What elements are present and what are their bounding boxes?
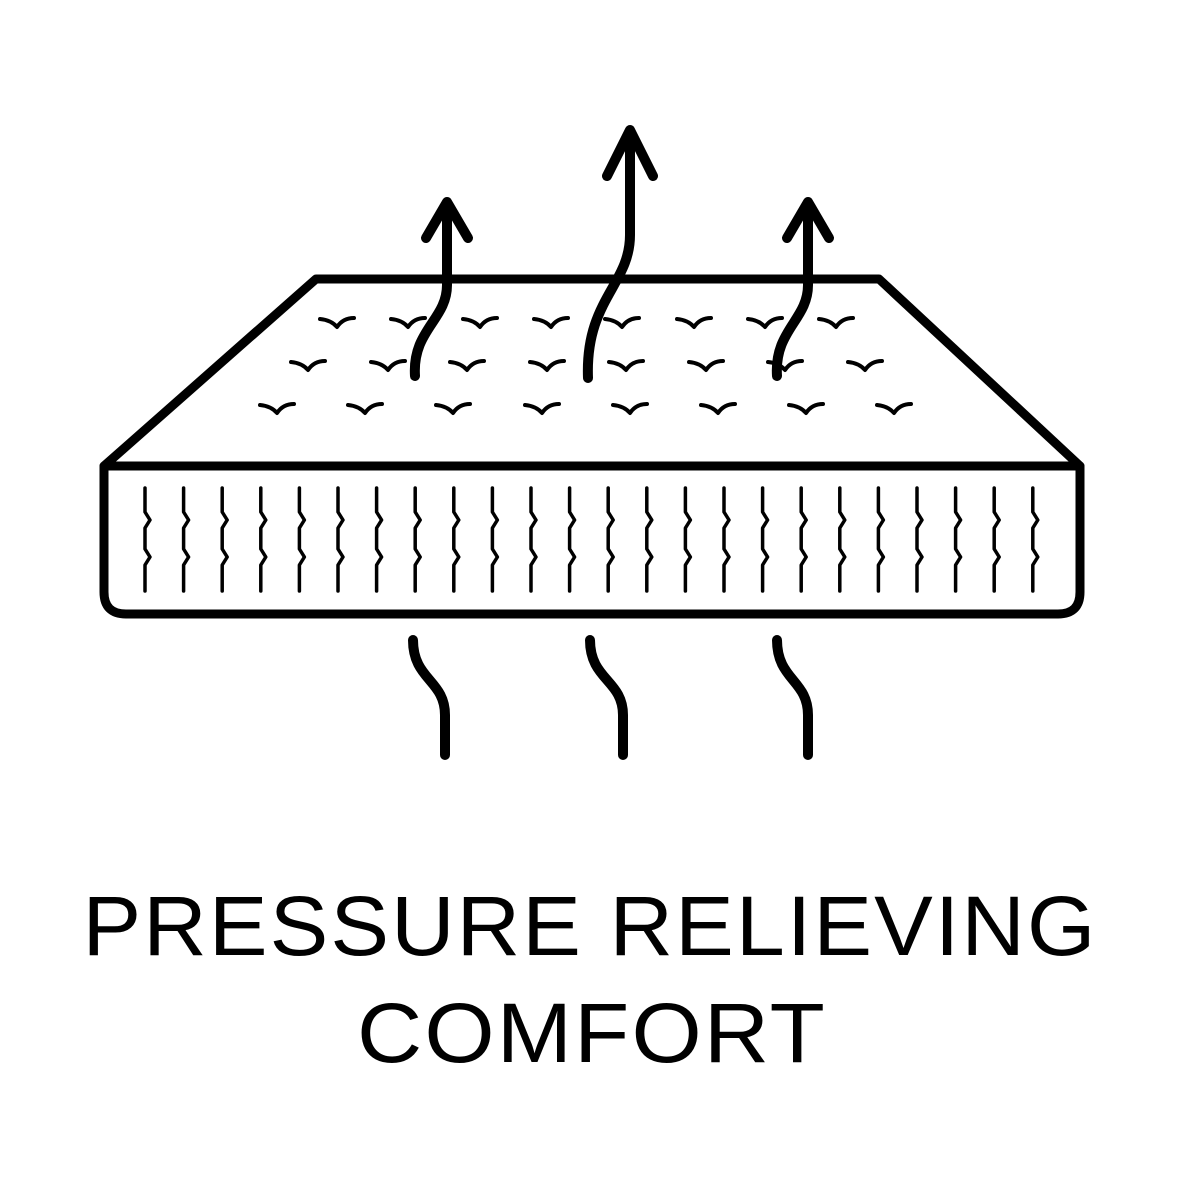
- stitch-mark: [699, 402, 737, 415]
- caption-line-1: PRESSURE RELIEVING: [83, 879, 1098, 973]
- spring-coil: [606, 486, 615, 593]
- stitch-mark: [318, 316, 356, 329]
- spring-coil: [374, 486, 384, 593]
- stitch-mark: [611, 402, 649, 415]
- heat-waves: [408, 635, 813, 760]
- stitch-mark: [528, 359, 566, 372]
- stitch-mark: [846, 359, 884, 372]
- stitch-mark: [687, 359, 725, 372]
- spring-coil: [413, 486, 422, 593]
- stitch-mark: [289, 359, 327, 372]
- spring-coil: [760, 486, 770, 593]
- spring-coil: [452, 486, 461, 593]
- wave-icon: [408, 635, 450, 760]
- spring-coil: [953, 486, 963, 593]
- arrow-up-icon: [771, 197, 834, 381]
- spring-coil: [143, 486, 152, 593]
- stitch-mark: [607, 359, 645, 372]
- spring-coil: [722, 486, 731, 593]
- stitch-mark: [448, 359, 486, 372]
- spring-coil: [799, 486, 808, 593]
- arrow-up-icon: [582, 125, 658, 383]
- stitch-mark: [389, 316, 427, 329]
- stitch-mark: [258, 402, 296, 415]
- wave-icon: [772, 635, 813, 760]
- spring-coil: [490, 486, 500, 593]
- spring-coil: [567, 486, 577, 593]
- airflow-arrows: [409, 125, 834, 383]
- spring-coil: [529, 486, 538, 593]
- mattress-top: [99, 274, 1085, 471]
- stitch-mark: [369, 359, 407, 372]
- spring-coil: [876, 486, 886, 593]
- stitch-mark: [523, 402, 561, 415]
- spring-coil: [1031, 486, 1040, 593]
- stitch-mark: [434, 402, 472, 415]
- spring-coil: [992, 486, 1001, 593]
- spring-coil: [645, 486, 654, 593]
- stitch-mark: [875, 402, 913, 415]
- spring-coil: [259, 486, 268, 593]
- spring-coil: [915, 486, 924, 593]
- stitch-mark: [461, 316, 499, 329]
- spring-coil: [181, 486, 191, 593]
- caption-line-2: COMFORT: [357, 986, 827, 1080]
- quilt-stitches: [258, 316, 913, 415]
- mattress-side: [99, 461, 1085, 619]
- stitch-mark: [346, 402, 384, 415]
- spring-columns: [143, 486, 1040, 593]
- arrow-up-icon: [409, 197, 473, 381]
- stitch-mark: [746, 316, 784, 329]
- wave-icon: [585, 635, 628, 760]
- spring-coil: [297, 486, 307, 593]
- spring-coil: [336, 486, 345, 593]
- stitch-mark: [787, 402, 825, 415]
- stitch-mark: [675, 316, 713, 329]
- stitch-mark: [817, 316, 855, 329]
- spring-coil: [838, 486, 847, 593]
- stitch-mark: [603, 316, 641, 329]
- spring-coil: [683, 486, 693, 593]
- mattress-icon: [99, 274, 1085, 619]
- spring-coil: [220, 486, 229, 593]
- stitch-mark: [532, 316, 570, 329]
